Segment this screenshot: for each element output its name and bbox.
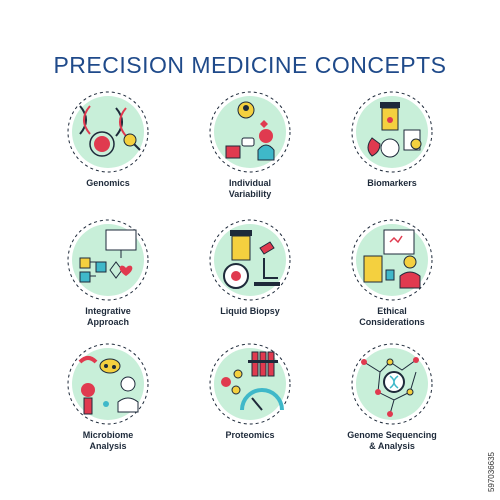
concept-label: Biomarkers: [367, 178, 417, 188]
page-title: PRECISION MEDICINE CONCEPTS: [53, 52, 447, 78]
concept-liquid-biopsy: Liquid Biopsy: [180, 218, 320, 338]
concept-label: Liquid Biopsy: [220, 306, 280, 316]
document-doctor-icon: [351, 219, 433, 301]
dna-icon: [67, 91, 149, 173]
concept-label: Genomics: [86, 178, 130, 188]
microscope-icon: [209, 219, 291, 301]
concept-proteomics: Proteomics: [180, 342, 320, 462]
concept-genome-sequencing: Genome Sequencing& Analysis: [322, 342, 462, 462]
concept-genomics: Genomics: [38, 90, 178, 210]
concept-biomarkers: Biomarkers: [322, 90, 462, 210]
bacteria-icon: [67, 343, 149, 425]
concept-label: Genome Sequencing& Analysis: [347, 430, 437, 451]
test-tubes-gauge-icon: [209, 343, 291, 425]
concept-label: Proteomics: [225, 430, 275, 440]
stock-id: 597036635: [487, 451, 496, 492]
test-tube-icon: [351, 91, 433, 173]
people-heart-icon: [209, 91, 291, 173]
flowchart-icon: [67, 219, 149, 301]
molecule-network-icon: [351, 343, 433, 425]
